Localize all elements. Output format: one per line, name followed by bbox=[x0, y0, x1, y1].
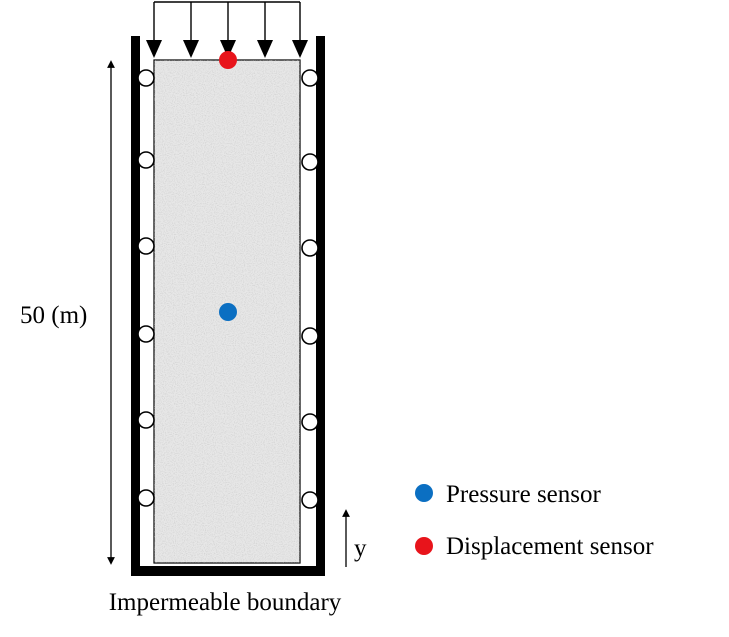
legend-displacement-label: Displacement sensor bbox=[446, 533, 654, 560]
load-arrow-head bbox=[220, 40, 236, 58]
height-dimension: 50 (m) bbox=[14, 60, 115, 565]
y-axis-label: y bbox=[354, 535, 367, 562]
bottom-boundary-label: Impermeable boundary bbox=[109, 589, 342, 616]
surface-load bbox=[146, 1, 308, 58]
load-arrow-head bbox=[146, 40, 162, 58]
right-roller-support bbox=[301, 413, 319, 431]
bottom-rigid-base bbox=[131, 566, 325, 576]
height-label: 50 (m) bbox=[20, 302, 87, 329]
load-arrow-head bbox=[257, 40, 273, 58]
left-roller-support bbox=[137, 151, 155, 169]
right-roller-support bbox=[301, 239, 319, 257]
legend-pressure-label: Pressure sensor bbox=[446, 481, 602, 508]
right-roller-support bbox=[301, 69, 319, 87]
load-arrow-head bbox=[183, 40, 199, 58]
roller-supports bbox=[137, 69, 319, 509]
right-roller-support bbox=[301, 153, 319, 171]
right-roller-support bbox=[301, 327, 319, 345]
left-roller-support bbox=[137, 237, 155, 255]
dimension-label-bg bbox=[14, 294, 110, 330]
load-arrows bbox=[146, 2, 308, 58]
right-rigid-wall bbox=[316, 36, 325, 576]
left-roller-support bbox=[137, 325, 155, 343]
right-roller-support bbox=[301, 491, 319, 509]
pressure-sensor-marker bbox=[219, 303, 237, 321]
legend-pressure-dot bbox=[415, 484, 433, 502]
load-arrow-head bbox=[292, 40, 308, 58]
displacement-sensor-marker bbox=[219, 51, 237, 69]
legend-displacement-dot bbox=[415, 537, 433, 555]
left-roller-support bbox=[137, 489, 155, 507]
left-roller-support bbox=[137, 69, 155, 87]
left-rigid-wall bbox=[131, 36, 140, 576]
left-roller-support bbox=[137, 411, 155, 429]
y-axis-indicator: y bbox=[342, 509, 367, 567]
legend: Pressure sensor Displacement sensor bbox=[415, 481, 654, 560]
